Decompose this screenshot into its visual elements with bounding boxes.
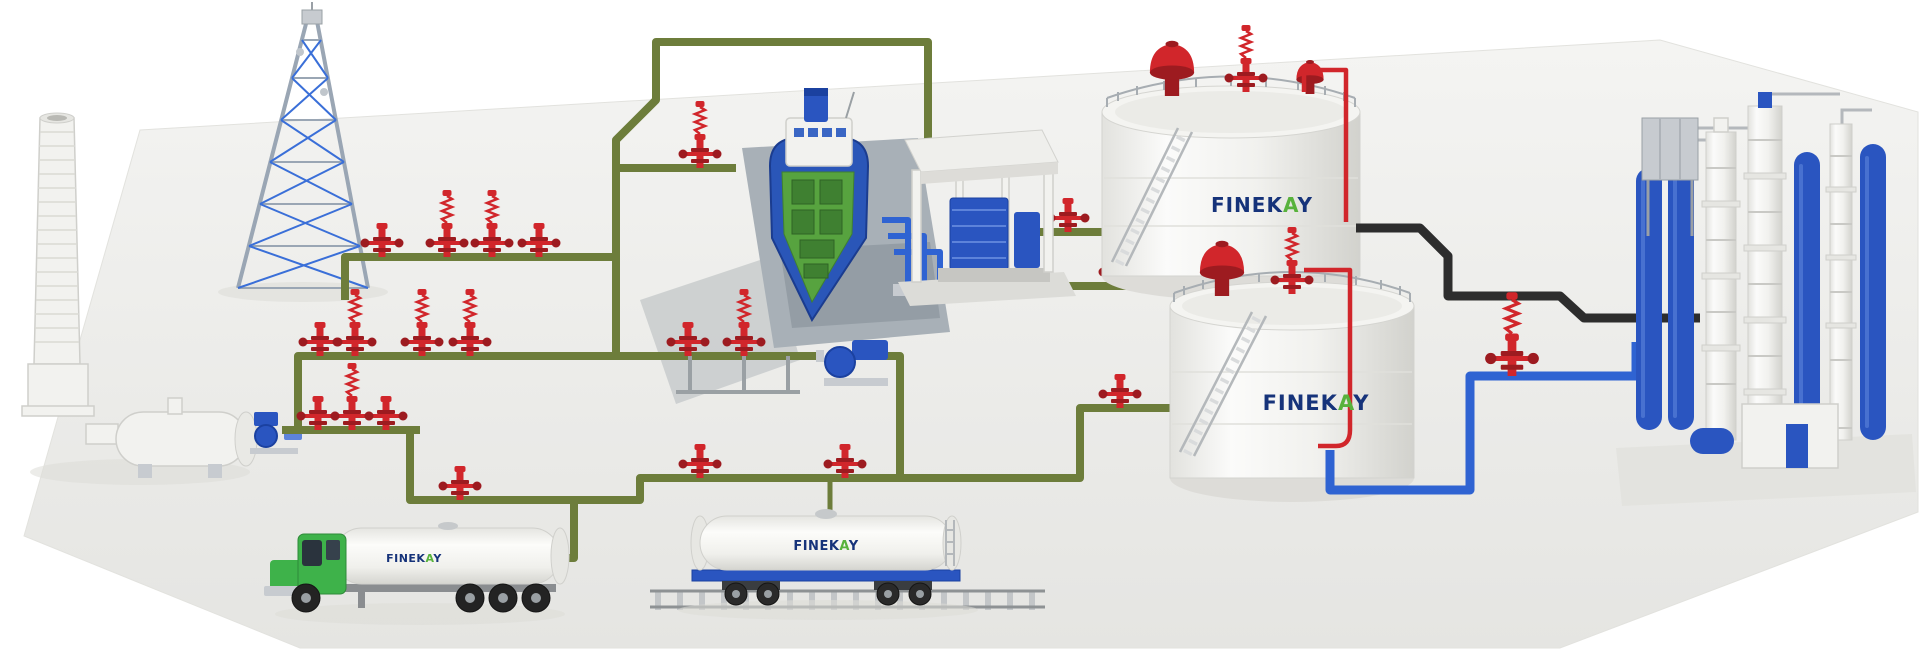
black-transfer-pipe: [1356, 223, 1700, 323]
blue-column: [1668, 150, 1694, 430]
cargo-ship: [768, 88, 870, 323]
pump-house: [898, 129, 1076, 306]
truck-hood: [270, 560, 304, 590]
trailer-tank: [333, 527, 561, 585]
truck-windshield: [302, 540, 322, 566]
trailer-manway: [438, 522, 458, 530]
instrument-cabinet: [1641, 117, 1699, 236]
tank2-stairs: [1182, 311, 1264, 457]
ship-superstructure: [785, 117, 853, 167]
railcar-frame: [691, 569, 961, 582]
column-train: [1616, 92, 1916, 506]
blue-compressor: [949, 197, 1009, 271]
deck-hatches: [791, 179, 843, 279]
pipe-bottom-run: [406, 404, 1170, 504]
tank1-stairs: [1114, 128, 1190, 266]
centrifugal-pump: [816, 340, 888, 386]
railcar-manway: [815, 509, 837, 519]
blue-column: [1794, 152, 1820, 440]
scrubber-vessel: [85, 397, 258, 478]
rail-tank-car: FINEKAY: [678, 509, 978, 620]
tank1-red-pipe: [1301, 67, 1349, 222]
flare-stack: [21, 112, 95, 417]
tank1-logo: FINEKAY: [1211, 193, 1313, 217]
control-shed: [1741, 403, 1839, 469]
pipe-wellrow-b: [294, 352, 820, 430]
valve-skid: [676, 356, 800, 394]
antenna-dish-icon: [296, 48, 304, 56]
white-column: [1825, 123, 1857, 441]
stack-body: [33, 117, 81, 365]
dock-ramp: [640, 256, 800, 404]
column-slab: [1616, 434, 1916, 506]
truck-logo: FINEKAY: [386, 552, 442, 565]
white-column: [1701, 117, 1741, 441]
scrubber-body: [115, 411, 247, 467]
antenna-dish-icon: [320, 88, 328, 96]
blue-drum: [1690, 428, 1734, 454]
white-column: [1743, 92, 1787, 441]
storage-tank-2: FINEKAY: [1169, 227, 1415, 502]
pipe-wellrow-a: [341, 253, 616, 300]
ship-funnel: [804, 88, 828, 122]
comm-tower: [236, 2, 370, 289]
tank1-top-valve: [1225, 25, 1268, 92]
tank2-logo: FINEKAY: [1263, 391, 1370, 415]
process-piping: [282, 38, 1174, 562]
booster-pump-unit: [250, 412, 302, 454]
pipe-main-loop: [612, 38, 932, 356]
truck-side-window: [326, 540, 340, 560]
tanker-truck: FINEKAY: [264, 522, 570, 625]
blue-column: [1860, 144, 1886, 440]
pump-volute: [824, 346, 856, 378]
bridge-windows: [794, 128, 846, 137]
tank2-red-pipe: [1304, 267, 1353, 449]
tower-top-box: [301, 9, 323, 25]
railcar-logo: FINEKAY: [793, 539, 858, 554]
